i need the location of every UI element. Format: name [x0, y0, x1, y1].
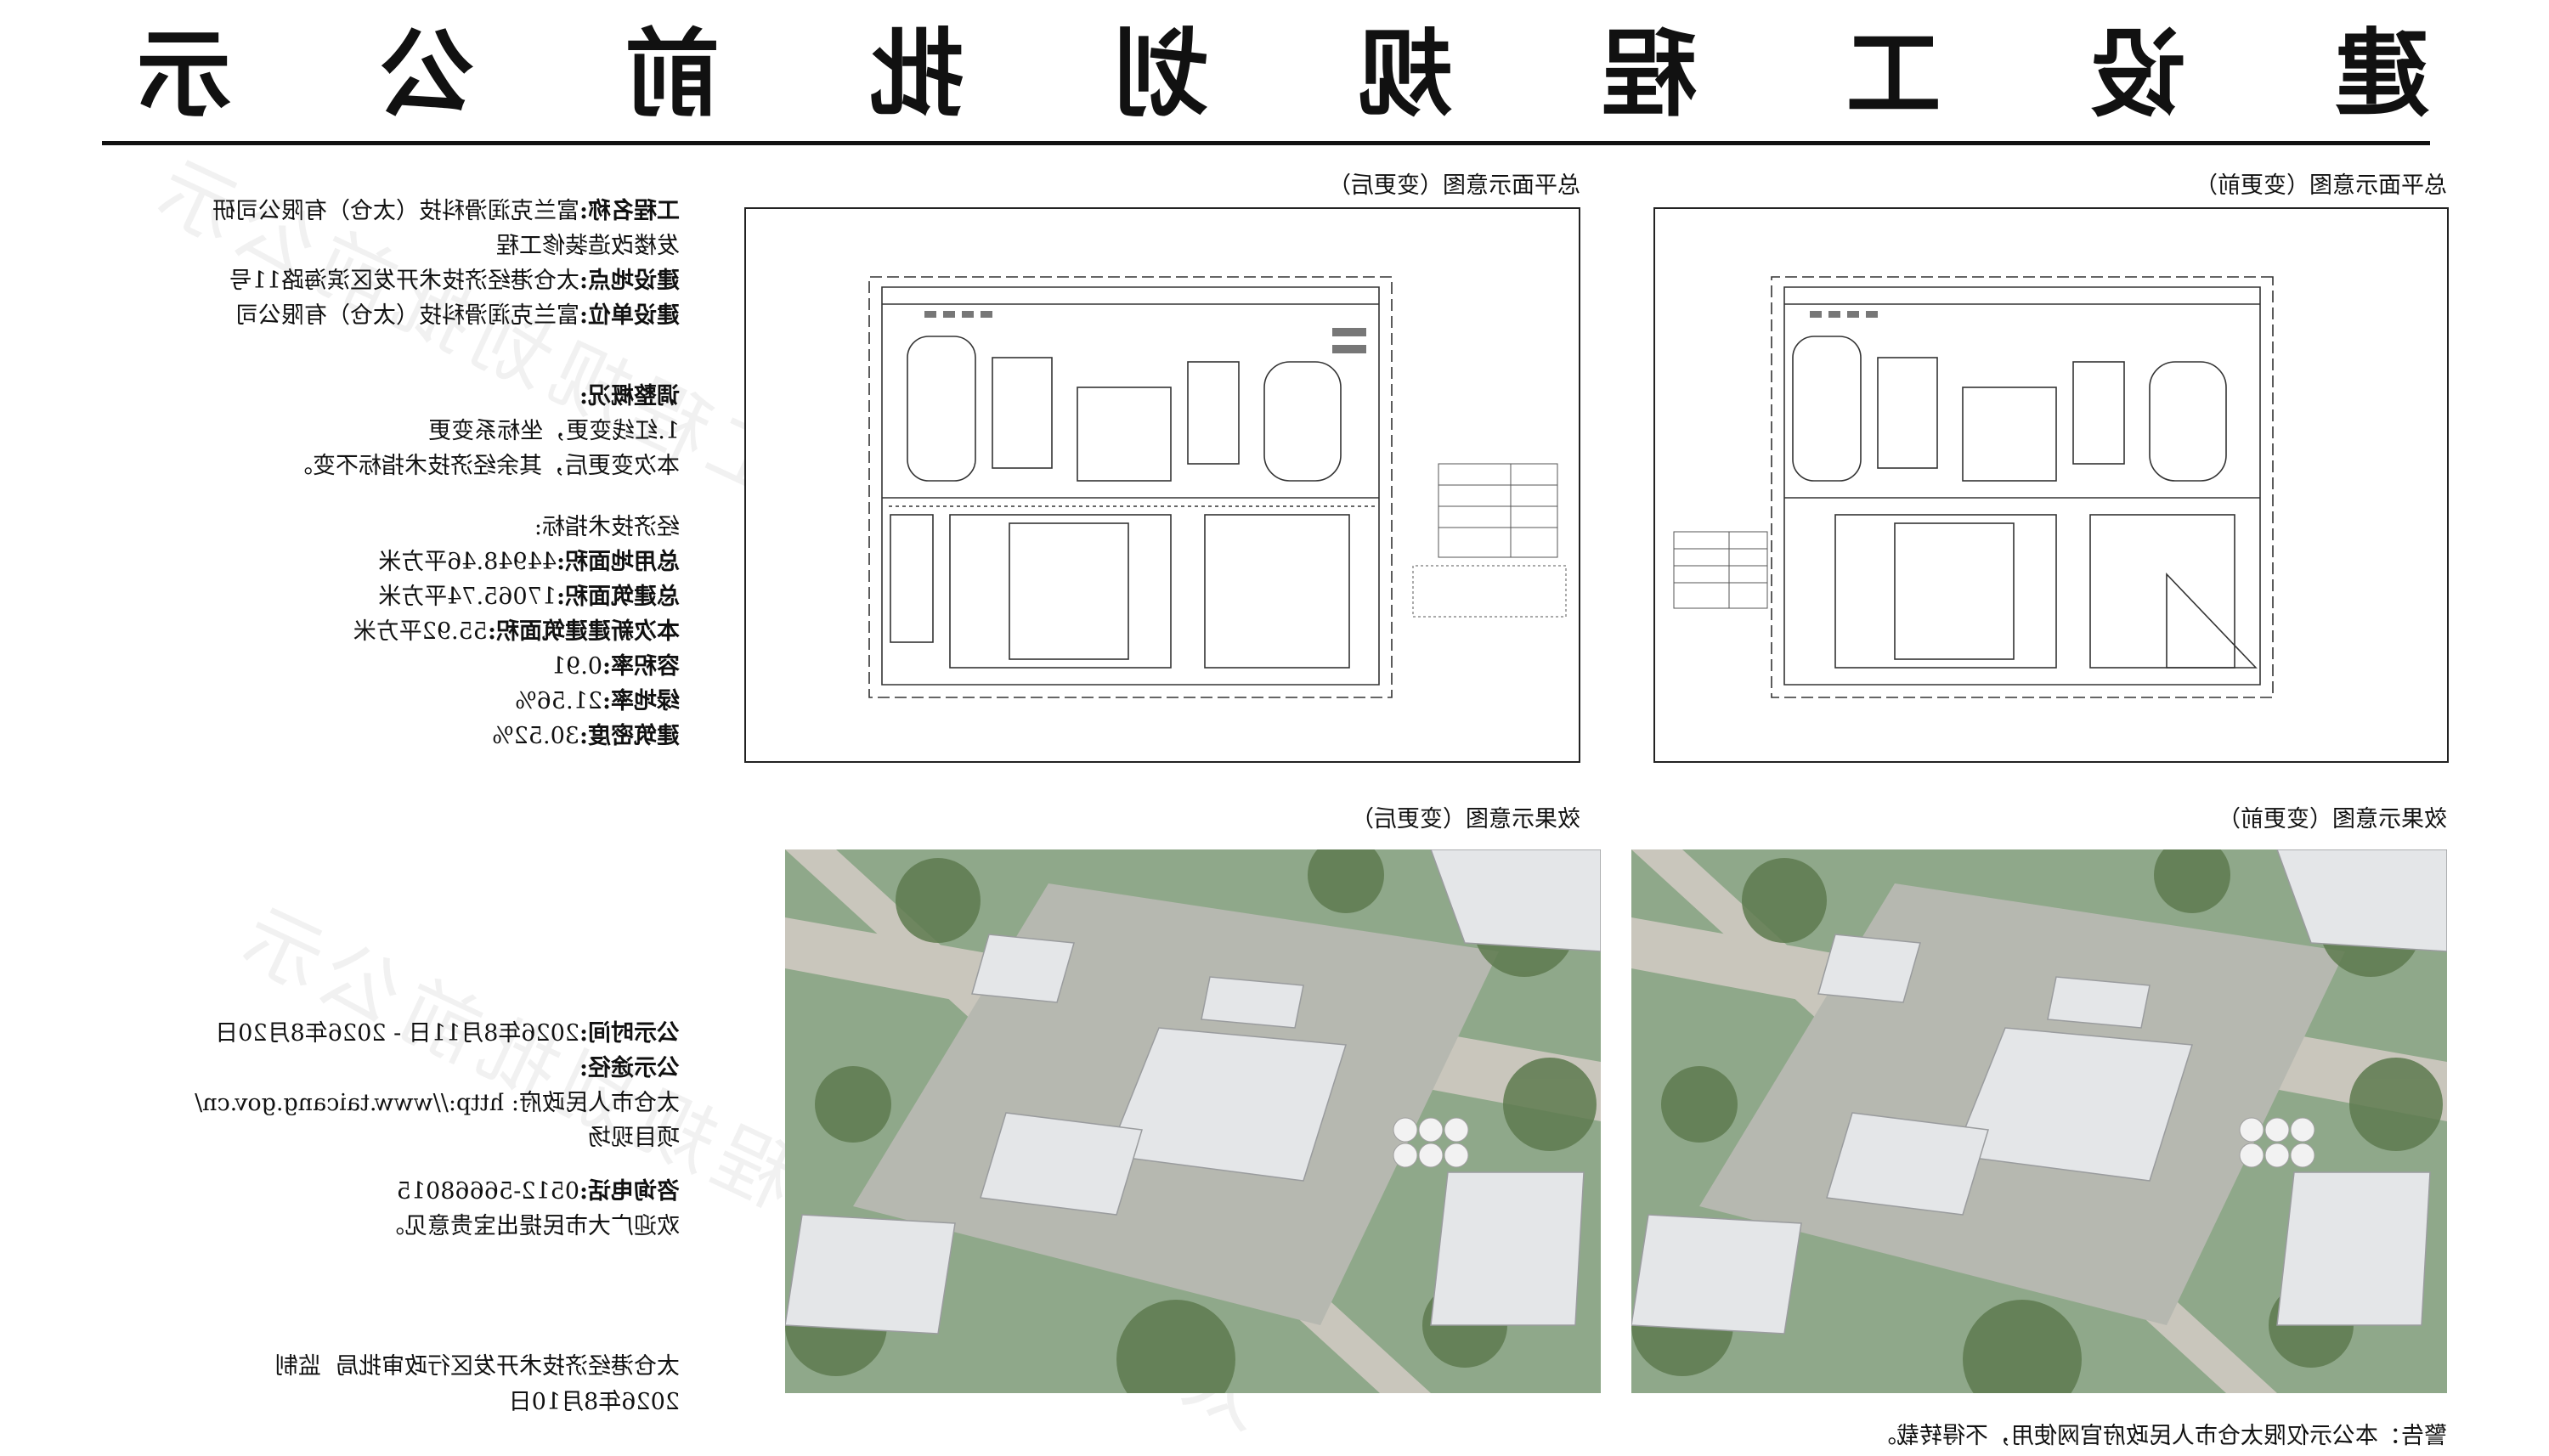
site-plan-before-drawing: [1673, 276, 2274, 698]
title-char: 规: [1357, 19, 1453, 130]
indicator-label: 容积率:: [602, 653, 680, 680]
channel-value: 太仓市人民政府: http://www.taicang.gov.cn/: [195, 1090, 680, 1116]
title-char: 示: [136, 19, 232, 130]
title-char: 设: [2090, 19, 2186, 130]
phone-label: 咨询电话:: [579, 1178, 680, 1205]
indicator-label: 总建筑面积:: [557, 584, 680, 610]
indicator-label: 总用地面积:: [557, 549, 680, 575]
rendering-before: [1631, 849, 2447, 1393]
adjustment-heading: 调整概况:: [579, 383, 680, 409]
plan-after-caption: 总平面示意图（变更后）: [1328, 172, 1580, 199]
welcome-text: 欢迎广大市民提出宝贵意见。: [382, 1213, 680, 1239]
render-after-caption: 效果示意图（变更后）: [1351, 806, 1580, 832]
page-title: 建 设 工 程 规 划 批 前 公 示: [136, 19, 2430, 130]
unit-label: 建设单位:: [579, 302, 680, 329]
site-plan-before: [1653, 207, 2449, 763]
channel-value-site: 项目现场: [588, 1125, 680, 1151]
phone-value: 0512-56668015: [396, 1178, 580, 1205]
warning-text: 警告：本公示仅限太仓市人民政府官网使用，不得转载。: [1874, 1423, 2447, 1449]
adjustment-line: 本次变更后，其余经济技术指标不变。: [290, 453, 680, 479]
title-char: 建: [2335, 19, 2430, 130]
indicator-value: 30.52%: [492, 723, 580, 749]
site-plan-after: [744, 207, 1580, 763]
adjustment-info: 调整概况: 1.红线变更，坐标系变更 本次变更后，其余经济技术指标不变。: [290, 379, 680, 483]
indicators: 经济技术指标: 总用地面积:44948.46平方米 总建筑面积:17065.74…: [353, 510, 680, 753]
indicator-label: 建筑密度:: [579, 723, 680, 749]
rendering-after: [785, 849, 1601, 1393]
signature: 太仓港经济技术开发区行政审批局 监制 2026年8月10日: [275, 1349, 680, 1420]
title-char: 批: [868, 19, 964, 130]
signature-role: 监制: [274, 1353, 321, 1380]
indicators-heading: 经济技术指标:: [534, 514, 680, 540]
indicator-value: 0.91: [551, 653, 603, 680]
project-name-label: 工程名称:: [579, 198, 680, 224]
indicator-value: 44948.46平方米: [378, 549, 557, 575]
title-char: 划: [1113, 19, 1209, 130]
channel-label: 公示途径:: [579, 1055, 680, 1081]
location-label: 建设地点:: [579, 268, 680, 294]
render-before-caption: 效果示意图（变更前）: [2218, 806, 2447, 832]
indicator-value: 21.56%: [515, 688, 603, 714]
signature-org: 太仓港经济技术开发区行政审批局: [336, 1353, 680, 1380]
indicator-value: 17065.74平方米: [378, 584, 557, 610]
indicator-label: 绿地率:: [602, 688, 680, 714]
site-plan-after-drawing: [868, 276, 1567, 698]
indicator-label: 本次新建建筑面积:: [488, 618, 680, 645]
period-value: 2026年8月11日 - 2026年8月20日: [215, 1020, 580, 1047]
project-info: 工程名称:富兰克润滑科技（太仓）有限公司研 发楼改造装修工程 建设地点:太仓港经…: [212, 194, 680, 333]
publicity-info: 公示时间:2026年8月11日 - 2026年8月20日 公示途径: 太仓市人民…: [195, 1016, 680, 1244]
rendering-after-image: [785, 849, 1601, 1393]
title-char: 工: [1845, 19, 1941, 130]
adjustment-line: 1.红线变更，坐标系变更: [428, 418, 680, 444]
project-name-value-cont: 发楼改造装修工程: [496, 233, 680, 259]
project-name-value: 富兰克润滑科技（太仓）有限公司研: [212, 198, 580, 224]
title-char: 前: [625, 19, 721, 130]
unit-value: 富兰克润滑科技（太仓）有限公司: [235, 302, 580, 329]
title-char: 程: [1602, 19, 1698, 130]
title-char: 公: [380, 19, 476, 130]
title-divider: [102, 141, 2430, 145]
plan-before-caption: 总平面示意图（变更前）: [2195, 172, 2447, 199]
period-label: 公示时间:: [579, 1020, 680, 1047]
rendering-before-image: [1631, 849, 2447, 1393]
signature-date: 2026年8月10日: [508, 1389, 680, 1415]
indicator-value: 55.92平方米: [353, 618, 489, 645]
location-value: 太仓港经济技术开发区滨海路11号: [229, 268, 580, 294]
